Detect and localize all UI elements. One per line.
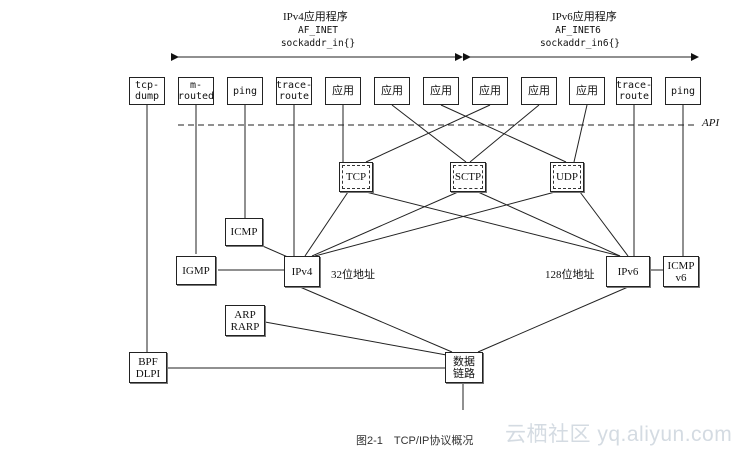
ipv6-group-title: IPv6应用程序 <box>552 11 617 23</box>
arp-rarp-box: ARP RARP <box>225 305 265 336</box>
app-box-4: 应用 <box>472 77 508 105</box>
app-box-2: 应用 <box>374 77 410 105</box>
ping-ipv4-box: ping <box>227 77 263 105</box>
app-box-3: 应用 <box>423 77 459 105</box>
icmp-box: ICMP <box>225 218 263 246</box>
app-box-1: 应用 <box>325 77 361 105</box>
ipv4-address-label: 32位地址 <box>331 269 375 281</box>
ipv4-box: IPv4 <box>284 256 320 287</box>
api-label: API <box>702 117 720 129</box>
app-box-5: 应用 <box>521 77 557 105</box>
bpf-dlpi-box: BPF DLPI <box>129 352 167 383</box>
ipv6-sockaddr: sockaddr_in6{} <box>539 38 621 49</box>
tcp-box: TCP <box>339 162 373 192</box>
traceroute-ipv6-box: trace- route <box>616 77 652 105</box>
mrouted-box: m- routed <box>178 77 214 105</box>
ipv6-family: AF_INET6 <box>555 25 601 36</box>
igmp-box: IGMP <box>176 256 216 285</box>
app-box-6: 应用 <box>569 77 605 105</box>
udp-box: UDP <box>550 162 584 192</box>
ipv6-box: IPv6 <box>606 256 650 287</box>
traceroute-ipv4-box: trace- route <box>276 77 312 105</box>
tcpdump-box: tcp- dump <box>129 77 165 105</box>
ping-ipv6-box: ping <box>665 77 701 105</box>
sctp-box: SCTP <box>450 162 486 192</box>
ipv4-sockaddr: sockaddr_in{} <box>280 38 356 49</box>
figure-caption: 图2-1 TCP/IP协议概况 <box>356 435 474 447</box>
ipv4-group-title: IPv4应用程序 <box>283 11 348 23</box>
watermark: 云栖社区 yq.aliyun.com <box>505 423 733 446</box>
icmpv6-box: ICMP v6 <box>663 256 699 287</box>
datalink-box: 数据 链路 <box>445 352 483 383</box>
ipv4-family: AF_INET <box>297 25 339 36</box>
ipv6-address-label: 128位地址 <box>545 269 595 281</box>
